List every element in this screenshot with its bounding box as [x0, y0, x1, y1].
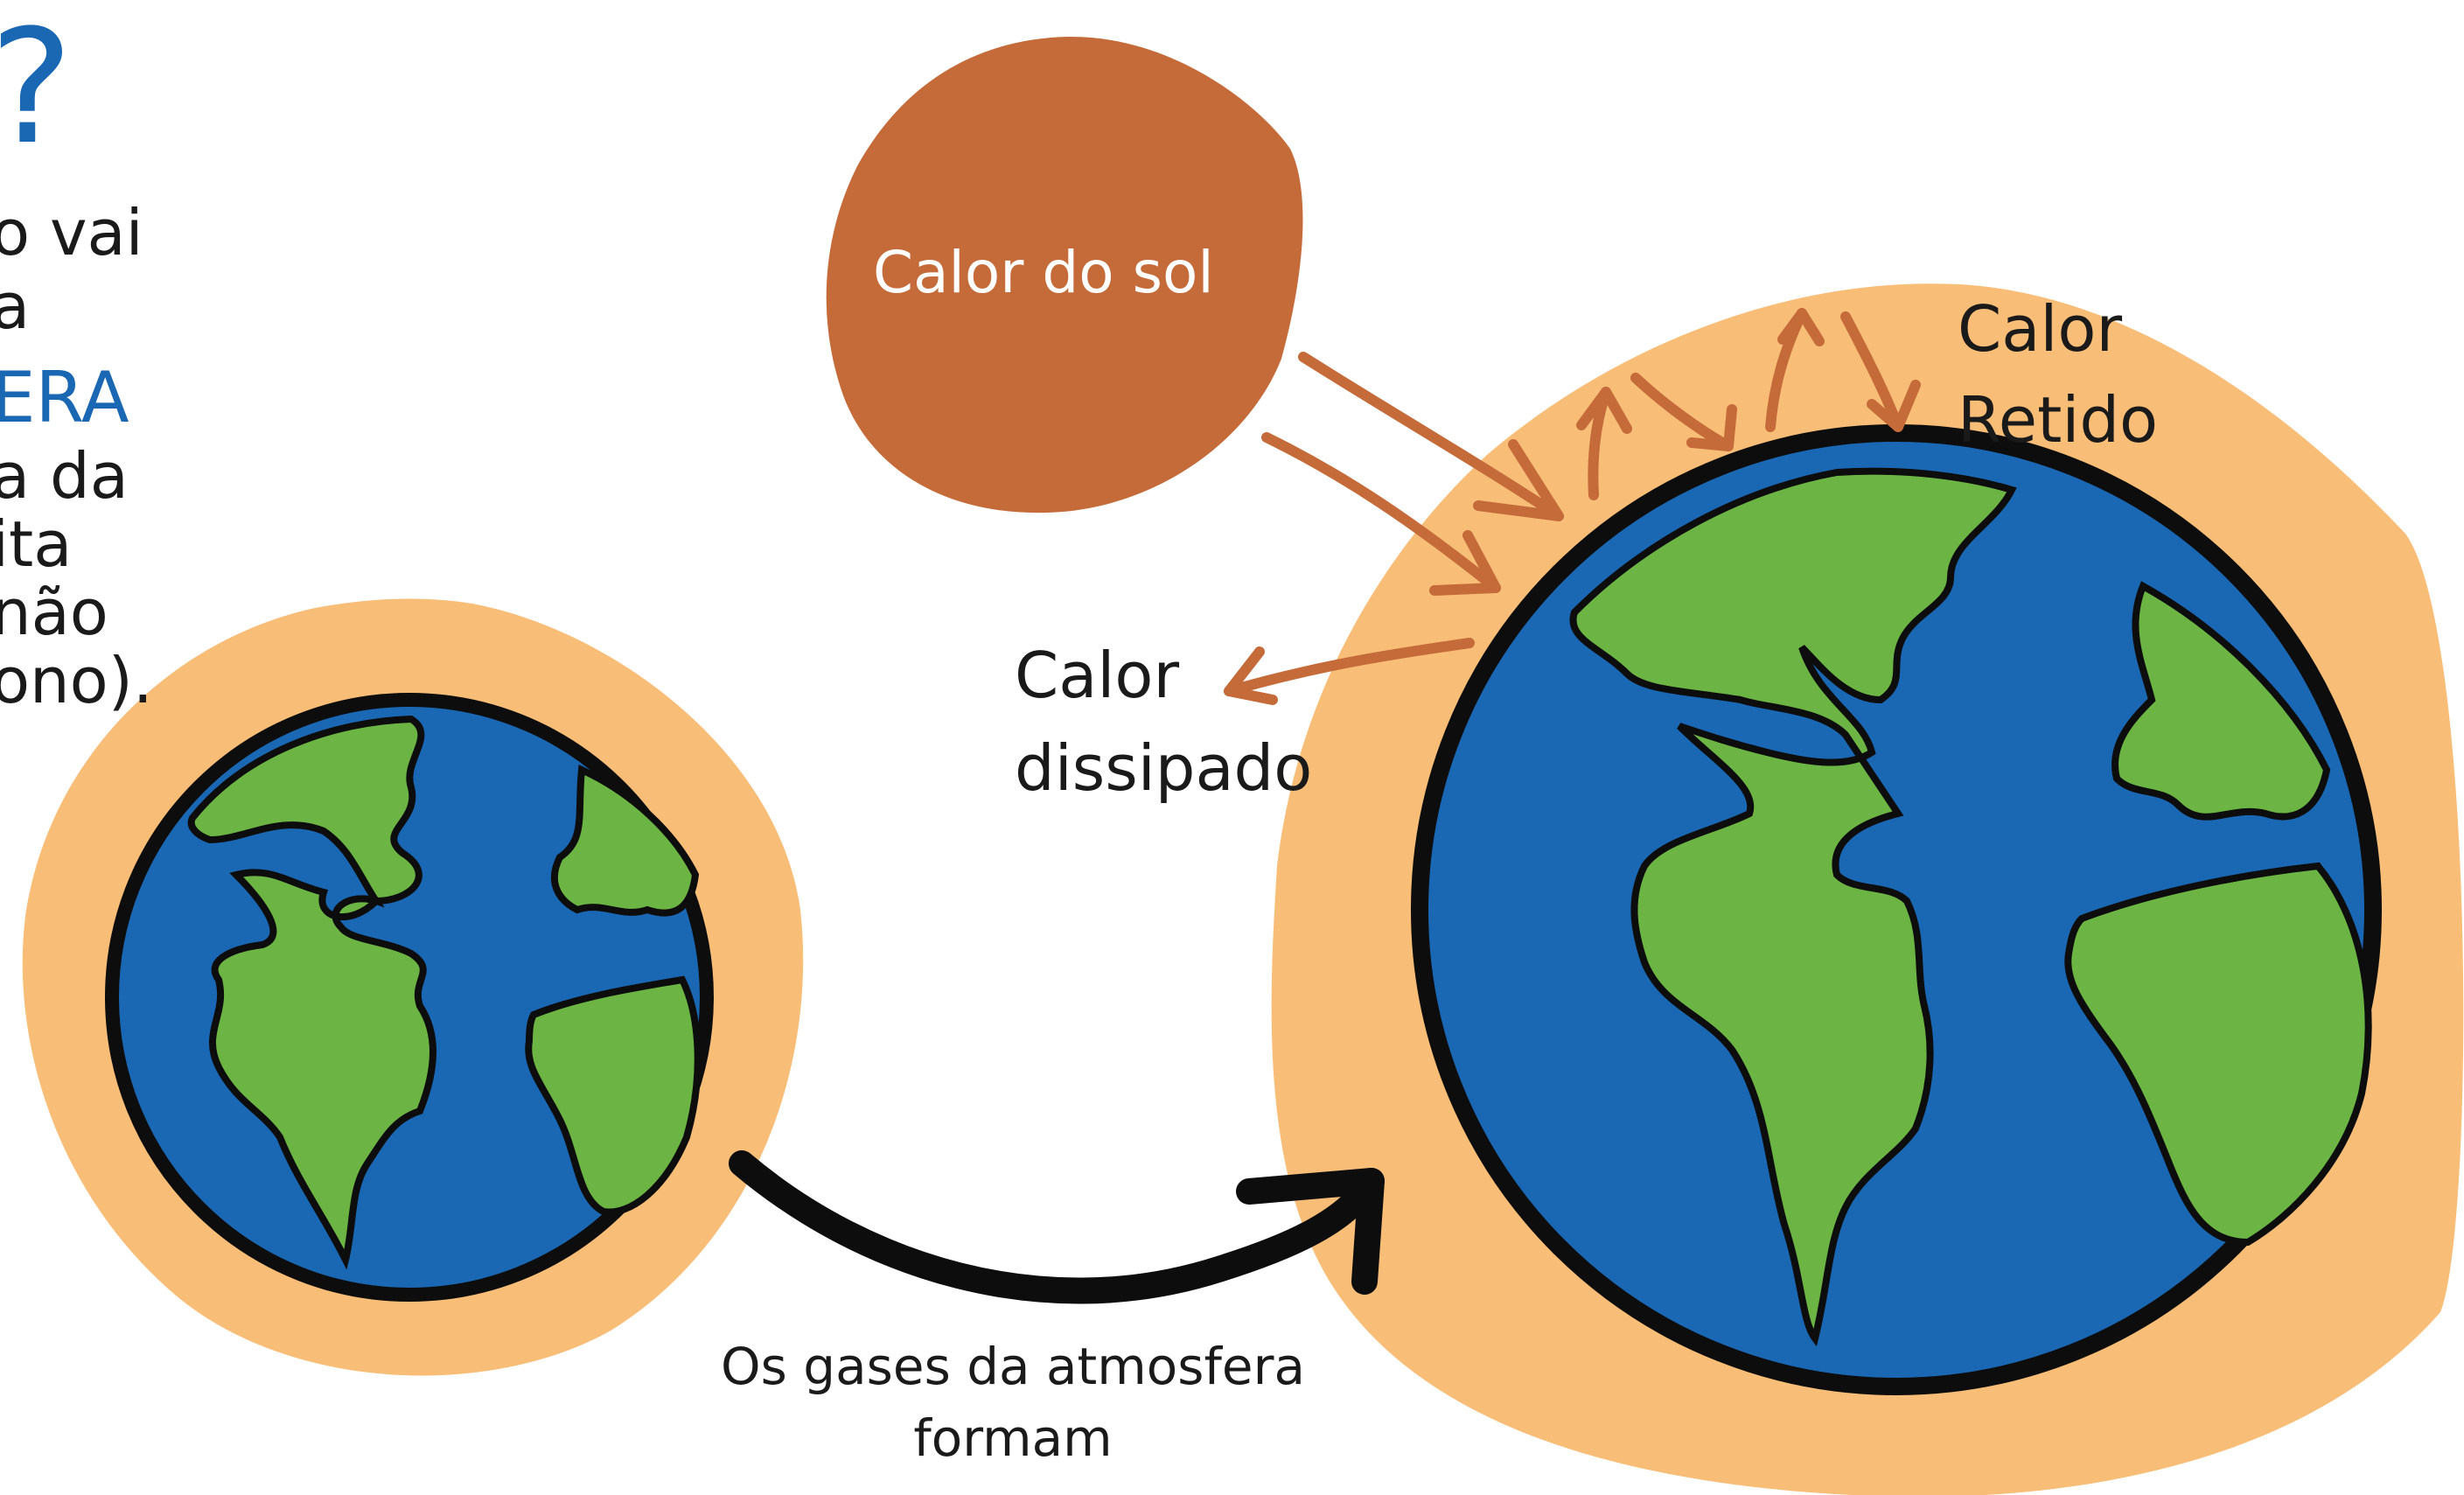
earth-large-icon	[1271, 283, 2464, 1495]
small-earth-land-1	[187, 715, 436, 1270]
dissipated-label-line-2: dissipado	[1015, 731, 1313, 805]
large-earth-land-3	[2064, 862, 2372, 1247]
left-text-line-6: ono).	[0, 644, 153, 717]
caption-line-2: formam	[913, 1408, 1113, 1468]
small-earth-land-2	[551, 765, 700, 917]
left-highlight: ERA	[0, 357, 129, 438]
left-text-line-3: a da	[0, 439, 129, 513]
retained-label-line-1: Calor	[1958, 292, 2123, 366]
left-text-line-4: ita	[0, 507, 73, 581]
large-earth-land-1	[1569, 467, 2017, 1347]
heat-arrow-icon	[1224, 308, 1921, 705]
left-question-mark: ?	[0, 5, 73, 171]
left-text-line-2: a	[0, 269, 31, 343]
earth-small-icon	[22, 598, 804, 1376]
transition-arrow-icon	[729, 1150, 1385, 1304]
caption-line-1: Os gases da atmosfera	[721, 1337, 1305, 1396]
sun-label: Calor do sol	[873, 239, 1214, 306]
dissipated-label-line-1: Calor	[1015, 639, 1180, 712]
small-earth-land-3	[525, 975, 702, 1216]
left-text-line-5: não	[0, 576, 108, 649]
sun-icon	[826, 36, 1303, 513]
retained-label-line-2: Retido	[1958, 383, 2159, 457]
large-earth-land-2	[2112, 581, 2331, 821]
left-text-line-1: o vai	[0, 196, 143, 269]
